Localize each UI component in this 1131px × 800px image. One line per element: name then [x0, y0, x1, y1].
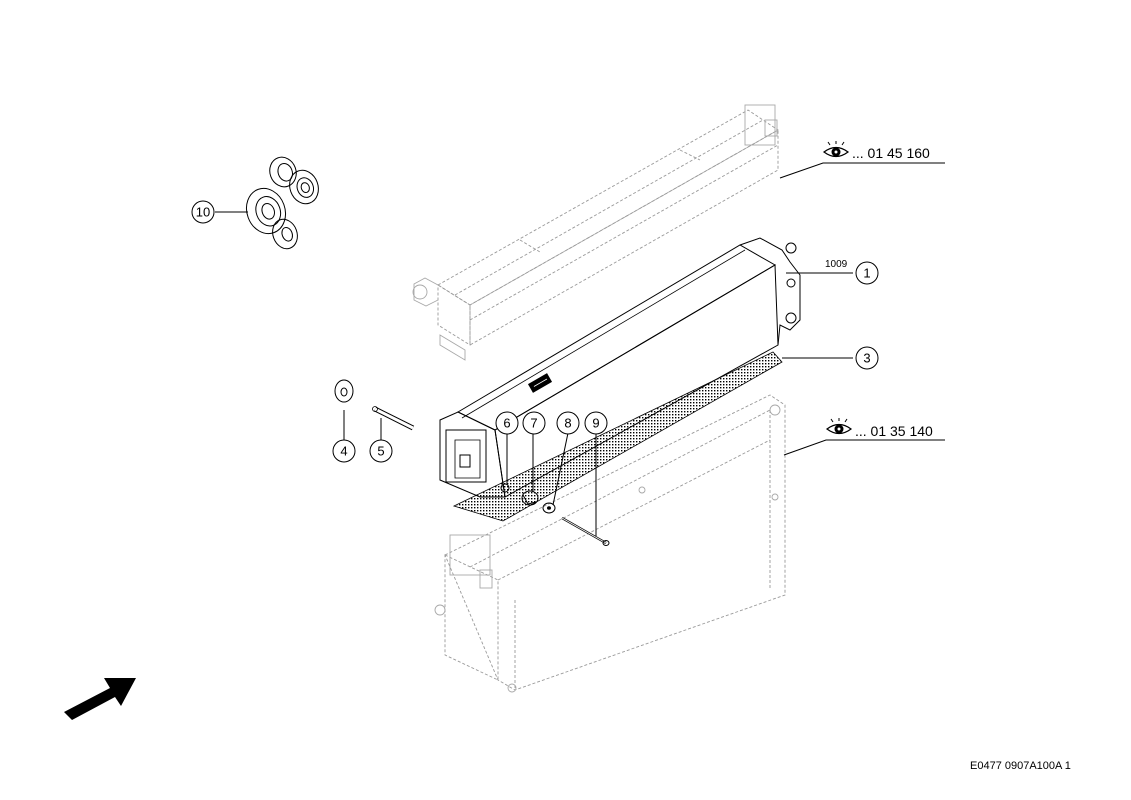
callout-8: 8 [556, 411, 580, 435]
direction-arrow-icon [64, 678, 136, 720]
seal-ring-set [245, 156, 319, 250]
callout-10: 10 [191, 200, 215, 224]
callout-1: 1 [855, 261, 879, 285]
callout-5-label: 5 [377, 444, 384, 459]
gasket-strip [452, 351, 783, 522]
leader-lines [215, 162, 945, 536]
cooler-main-body [439, 237, 801, 498]
callout-4-label: 4 [340, 444, 347, 459]
bolt-hole [500, 483, 510, 493]
eye-icon [825, 418, 853, 435]
callout-3-label: 3 [863, 351, 870, 366]
callout-3: 3 [855, 346, 879, 370]
callout-6: 6 [495, 411, 519, 435]
lower-radiator-ghost [434, 394, 786, 693]
callout-7-label: 7 [530, 416, 537, 431]
callout-1-label: 1 [863, 266, 870, 281]
reference-upper[interactable]: ... 01 45 160 [822, 141, 930, 161]
eye-icon [822, 141, 850, 158]
reference-upper-text: ... 01 45 160 [852, 145, 930, 161]
reference-lower-text: ... 01 35 140 [855, 423, 933, 439]
upper-cooler-ghost [412, 104, 779, 361]
long-bolt [561, 517, 610, 546]
pin [372, 406, 415, 431]
quantity-label: 1009 [825, 259, 848, 270]
callout-6-label: 6 [503, 416, 510, 431]
callout-10-label: 10 [196, 205, 210, 220]
callout-9: 9 [584, 411, 608, 435]
callout-4: 4 [332, 439, 356, 463]
callout-9-label: 9 [592, 416, 599, 431]
callout-8-label: 8 [564, 416, 571, 431]
spacer-sleeve [521, 490, 539, 506]
callout-5: 5 [369, 439, 393, 463]
reference-lower[interactable]: ... 01 35 140 [825, 418, 933, 439]
washer-large [334, 379, 354, 403]
washer-small [542, 502, 556, 514]
callout-7: 7 [522, 411, 546, 435]
drawing-code: E0477 0907A100A 1 [970, 760, 1071, 772]
